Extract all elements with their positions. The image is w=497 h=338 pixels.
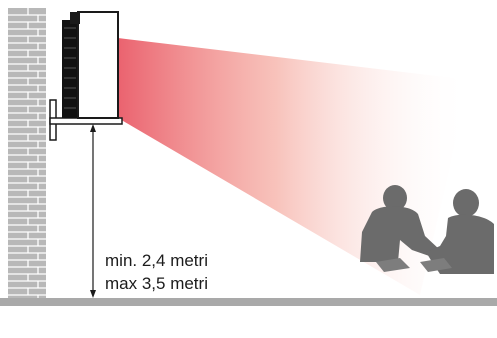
min-height-label: min. 2,4 metri <box>105 251 208 270</box>
seated-people-silhouette-icon <box>360 185 494 274</box>
heater-body <box>77 11 119 119</box>
heater-grille <box>62 20 78 118</box>
infrared-heater-icon <box>62 11 119 119</box>
max-height-label: max 3,5 metri <box>105 274 208 293</box>
brick-wall <box>8 8 46 298</box>
height-dimension-line <box>90 124 96 298</box>
heater-top-cap <box>70 12 80 24</box>
floor <box>0 298 497 306</box>
